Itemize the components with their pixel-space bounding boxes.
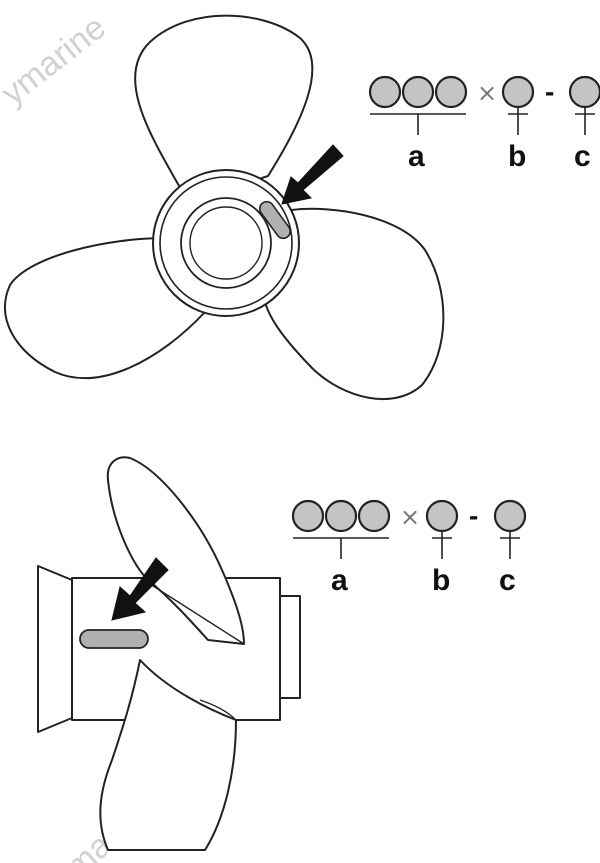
blade-side-upper	[106, 456, 245, 645]
size-code-top: × - a b c	[368, 75, 600, 173]
hub-bore	[189, 206, 263, 280]
size-mark-side	[79, 629, 149, 649]
times-sign-bottom: ×	[400, 503, 420, 531]
size-code-bottom: × - a b c	[291, 499, 527, 597]
size-mark-front	[258, 200, 292, 240]
label-b-bottom: b	[432, 564, 450, 597]
watermark-top: ymarine	[0, 8, 113, 112]
dash-sign-bottom: -	[469, 500, 478, 531]
arrow-icon-front	[281, 144, 344, 205]
arrow-icon-side	[111, 557, 169, 621]
digit-a2-bottom	[324, 499, 358, 533]
blade-side-lower	[99, 659, 237, 851]
times-sign-top: ×	[477, 79, 497, 107]
digit-a3-bottom	[357, 499, 391, 533]
digit-b-bottom	[425, 499, 459, 533]
digit-c-bottom	[493, 499, 527, 533]
blade-side-edge	[149, 583, 245, 645]
hub-stub	[278, 595, 301, 699]
blade-left	[4, 237, 206, 380]
dash-sign-top: -	[545, 76, 554, 107]
label-a-top: a	[408, 140, 425, 173]
propeller-front-view	[4, 14, 445, 400]
digit-a1-bottom	[291, 499, 325, 533]
blade-upper	[134, 14, 314, 203]
blade-side-lower-edge	[199, 699, 237, 721]
digit-a2-top	[401, 75, 435, 109]
label-a-bottom: a	[331, 564, 348, 597]
label-c-top: c	[574, 140, 591, 173]
hub-cone	[37, 565, 73, 733]
propeller-side-view	[37, 456, 301, 851]
label-c-bottom: c	[499, 564, 516, 597]
label-b-top: b	[508, 140, 526, 173]
digit-a3-top	[434, 75, 468, 109]
digit-c-top	[568, 75, 600, 109]
digit-a1-top	[368, 75, 402, 109]
blade-right	[264, 207, 445, 400]
digit-b-top	[501, 75, 535, 109]
